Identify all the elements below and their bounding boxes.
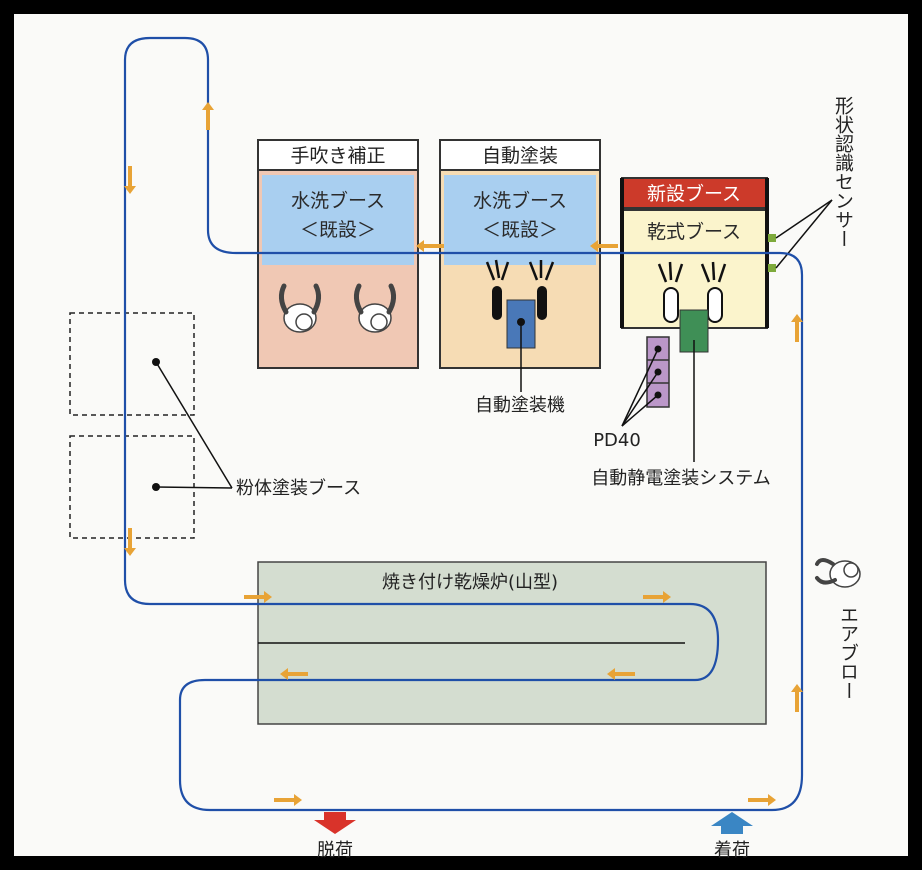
sensor-leader-line [775, 199, 833, 269]
booth-manual-header [257, 139, 419, 171]
spray-gun-icon [537, 286, 547, 320]
water-booth-1-status: ＜既設＞ [300, 219, 376, 241]
pd40-leader [621, 394, 659, 427]
booth-new-title: 新設ブース [647, 182, 741, 205]
pd40-label: PD40 [593, 430, 641, 451]
powder-booth-1 [69, 312, 195, 416]
flow-arrow-icon [643, 591, 671, 603]
booth-manual-title: 手吹き補正 [290, 145, 385, 167]
spray-gun-icon [707, 287, 723, 323]
powder-booth-label: 粉体塗装ブース [236, 477, 361, 499]
dry-booth-label: 乾式ブース [647, 220, 741, 243]
worker-icon [278, 283, 322, 333]
unload-label: 脱荷 [317, 840, 353, 861]
flow-arrow-icon [748, 794, 776, 806]
load-label: 着荷 [714, 840, 750, 861]
sensor-icon [768, 234, 776, 242]
water-booth-2-status: ＜既設＞ [482, 219, 558, 241]
flow-arrow-icon [791, 314, 803, 342]
pd40-units [621, 336, 670, 427]
air-blow-worker-icon [815, 558, 861, 588]
powder-leader [155, 361, 233, 489]
spray-gun-icon [663, 287, 679, 323]
furnace-label: 焼き付け乾燥炉(山型) [382, 572, 558, 593]
furnace: 焼き付け乾燥炉(山型) [257, 561, 767, 725]
unload-arrow-icon [314, 812, 356, 834]
air-blow-label: エアブロー [837, 605, 859, 700]
worker-icon [353, 283, 397, 333]
water-booth-1 [262, 175, 414, 265]
auto-painting-machine-label: 自動塗装機 [475, 394, 565, 416]
pd40-leader [621, 348, 659, 427]
flow-arrow-icon [274, 794, 302, 806]
flow-arrow-icon [607, 668, 635, 680]
booth-auto-header [439, 139, 601, 171]
flow-arrow-icon [124, 166, 136, 194]
flow-arrow-icon [124, 528, 136, 556]
flow-arrow-icon [202, 102, 214, 130]
spray-lines [657, 261, 727, 283]
powder-booths [69, 312, 233, 539]
conveyor-line [123, 36, 804, 812]
water-booth-2-label: 水洗ブース [473, 189, 567, 212]
spray-gun-icon [492, 286, 502, 320]
spray-lines [485, 259, 555, 281]
sensor-leader-line [775, 199, 833, 239]
sensor-icon [768, 264, 776, 272]
flow-arrows [124, 102, 803, 806]
shape-sensor-label: 形状認識センサー [832, 96, 854, 248]
flow-arrow-icon [244, 591, 272, 603]
pd40-leader [621, 371, 659, 427]
flow-arrow-icon [590, 240, 618, 252]
water-booth-2 [444, 175, 596, 265]
booth-auto-title: 自動塗装 [482, 144, 558, 167]
water-booth-1-label: 水洗ブース [291, 189, 385, 212]
flow-arrow-icon [416, 240, 444, 252]
electrostatic-system-label: 自動静電塗装システム [591, 467, 770, 489]
powder-leader [155, 486, 233, 489]
flow-arrow-icon [280, 668, 308, 680]
flow-arrow-icon [791, 684, 803, 712]
load-arrow-icon [711, 812, 753, 834]
booth-auto-painting: 自動塗装 水洗ブース ＜既設＞ [439, 139, 601, 392]
